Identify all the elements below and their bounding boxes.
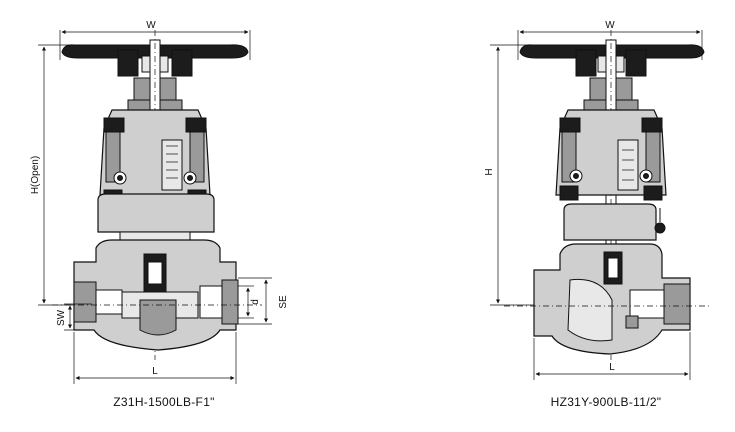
right-valve-drawing: W H [484, 20, 712, 409]
right-yoke [555, 109, 667, 201]
left-d-label: d [250, 299, 261, 305]
right-l-label: L [609, 362, 615, 373]
left-se-label: SE [278, 295, 289, 309]
left-dim-d: d [238, 285, 261, 319]
right-bonnet [563, 203, 666, 241]
left-valve-drawing: W H(Open) [30, 20, 289, 409]
left-valve-body [73, 239, 239, 351]
right-dim-l: L [533, 332, 691, 380]
right-valve-body [533, 243, 691, 355]
left-h-label: H(Open) [30, 156, 41, 194]
right-w-label: W [605, 20, 615, 31]
left-dim-se: SE [238, 277, 289, 325]
right-h-label: H [484, 168, 495, 175]
right-caption: HZ31Y-900LB-11/2" [551, 395, 662, 409]
left-w-label: W [146, 20, 156, 31]
left-caption: Z31H-1500LB-F1" [113, 395, 214, 409]
left-dim-l: L [73, 332, 237, 384]
left-yoke [99, 109, 211, 205]
left-bonnet [97, 193, 215, 247]
left-l-label: L [152, 366, 158, 377]
left-sw-label: SW [56, 309, 67, 326]
left-dim-sw: SW [56, 303, 92, 331]
right-dim-h: H [484, 44, 560, 306]
